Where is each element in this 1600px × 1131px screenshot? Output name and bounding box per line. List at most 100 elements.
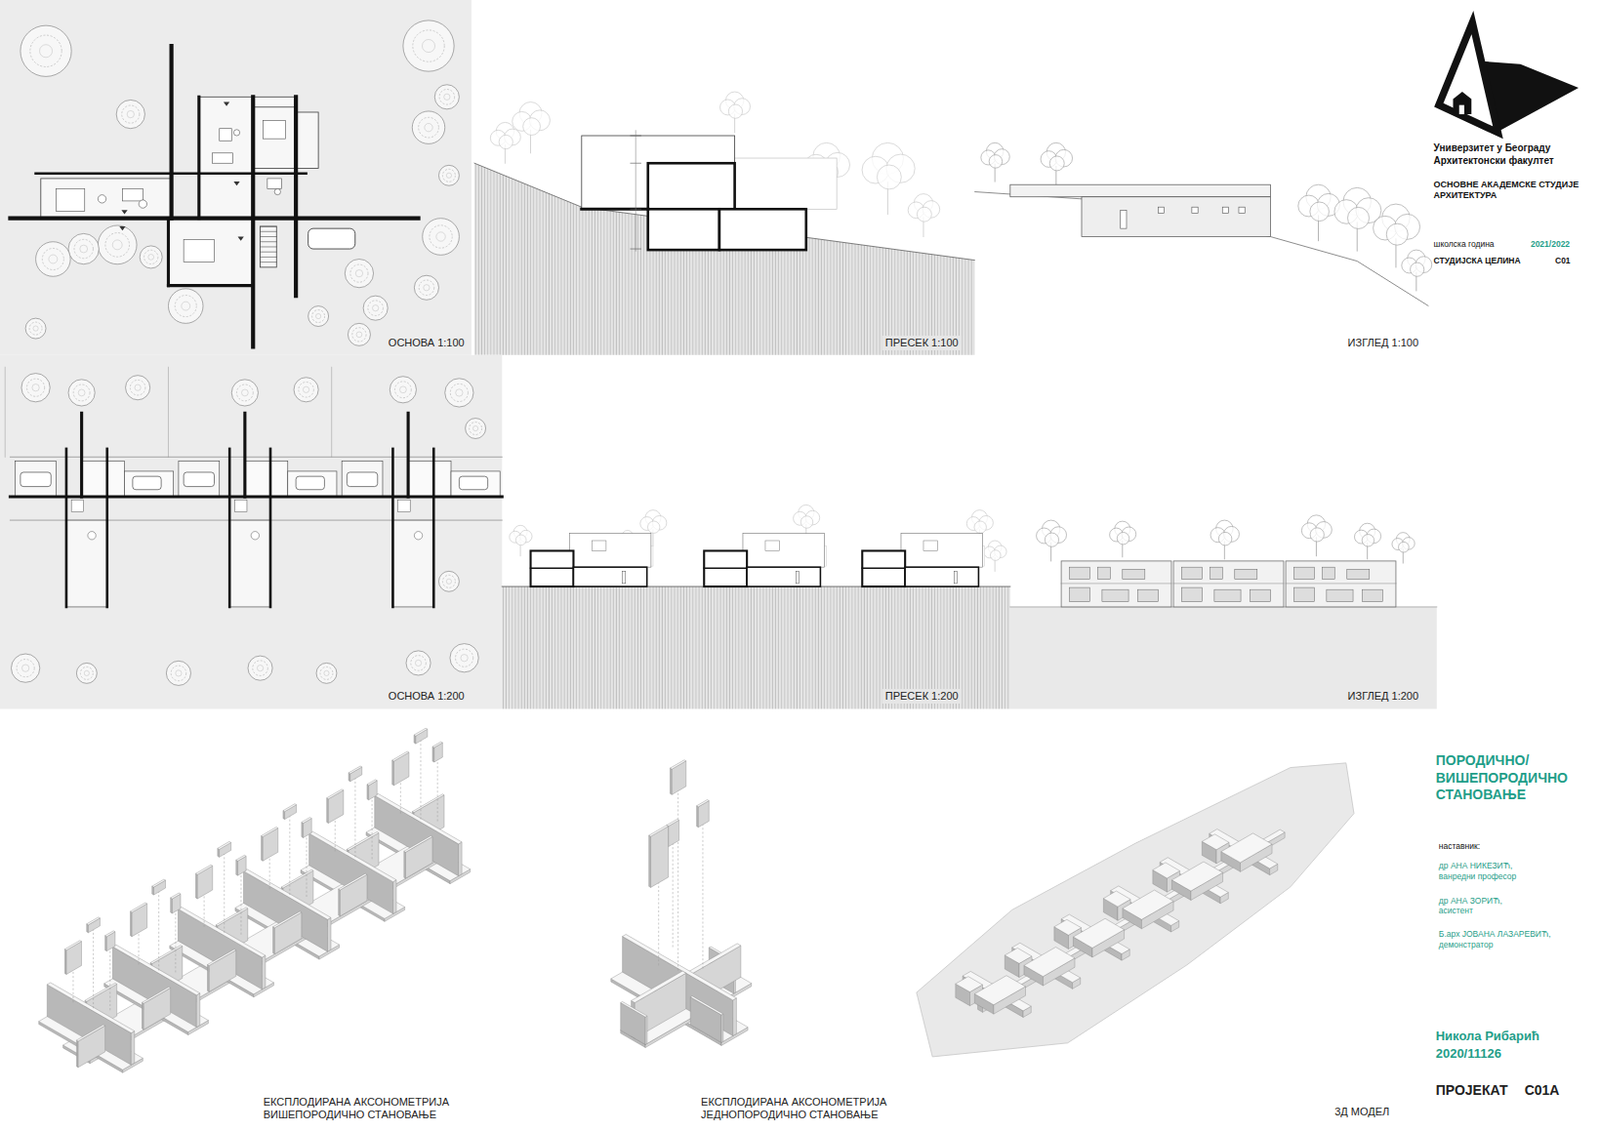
tree-symbol — [112, 240, 123, 250]
axon-face — [86, 917, 101, 926]
tree-symbol — [27, 378, 45, 397]
tree-elevation — [876, 164, 902, 190]
car-symbol — [183, 472, 214, 488]
tree-symbol — [144, 249, 159, 264]
view-caption: ПРЕСЕК 1:100 — [882, 335, 962, 351]
tree-symbol — [21, 373, 50, 403]
axon-face — [46, 983, 134, 1034]
axon-face — [1024, 947, 1075, 978]
tree-symbol — [129, 379, 146, 396]
furniture — [71, 499, 84, 513]
axon-face — [649, 825, 669, 837]
label-holder: 2020/11126 — [1435, 1046, 1502, 1063]
wall-line — [65, 449, 69, 608]
sheet-label: Универзитет у Београду Архитектонски фак… — [1434, 142, 1581, 167]
furniture — [55, 188, 84, 211]
fixture-symbol — [274, 188, 281, 195]
axonometry-single — [611, 760, 752, 1049]
car-symbol — [295, 476, 325, 491]
axon-face — [66, 942, 82, 976]
axon-face — [404, 851, 407, 879]
axon-face — [374, 793, 462, 845]
tree-elevation — [498, 134, 513, 149]
room-outline — [167, 218, 253, 287]
axon-face — [261, 827, 279, 838]
axon-face — [177, 906, 265, 958]
axon-face — [669, 760, 686, 770]
window — [1238, 206, 1245, 213]
view-caption: ИЗГЛЕД 1:200 — [1345, 689, 1422, 704]
tree-symbol — [174, 295, 197, 318]
section-cut — [531, 550, 575, 587]
drawing-panel: ОСНОВА 1:200 — [0, 355, 502, 710]
tree-symbol — [444, 93, 451, 100]
window — [1137, 589, 1158, 603]
tree-symbol — [429, 225, 452, 248]
axon-face — [983, 832, 1286, 1013]
axon-face — [666, 819, 680, 826]
axon-face — [301, 821, 304, 838]
furniture — [183, 240, 214, 263]
sheet-label: Б.арх ЈОВАНА ЛАЗАРЕВИЋ, демонстратор — [1438, 929, 1586, 950]
tree-symbol — [411, 111, 445, 144]
axon-face — [105, 936, 108, 952]
window — [591, 540, 607, 551]
axon-face — [301, 818, 312, 824]
window — [1181, 567, 1202, 580]
roof-volume — [1010, 184, 1272, 198]
explode-leader — [437, 759, 439, 822]
label-holder: C01A — [1524, 1082, 1560, 1101]
view-caption: ОСНОВА 1:200 — [385, 689, 468, 704]
axon-face — [413, 728, 428, 737]
tree-symbol — [302, 386, 309, 393]
axon-face — [76, 1040, 79, 1068]
room-outline — [229, 520, 271, 608]
tree-symbol — [350, 264, 369, 283]
axon-face — [392, 760, 395, 786]
explode-leader — [657, 882, 659, 967]
wall-line — [228, 449, 232, 608]
drawing-panel: ОСНОВА 1:100 — [0, 0, 472, 356]
wall-line — [169, 45, 174, 219]
explode-leader — [138, 932, 140, 966]
tree-symbol — [80, 666, 93, 680]
tree-symbol — [460, 655, 468, 662]
slab-line — [1061, 582, 1172, 584]
tree-symbol — [175, 670, 182, 677]
axon-face — [620, 1001, 648, 1018]
sheet-title: ПОРОДИЧНО/ ВИШЕПОРОДИЧНО СТАНОВАЊЕ — [1435, 752, 1578, 805]
car-symbol — [308, 228, 356, 249]
axon-face — [327, 789, 344, 800]
facade — [1061, 561, 1172, 608]
axon-face — [142, 986, 171, 1004]
tree-symbol — [20, 25, 72, 77]
axon-face — [131, 903, 147, 938]
axon-face — [281, 869, 314, 889]
tree-symbol — [247, 656, 273, 681]
tree-symbol — [298, 382, 315, 399]
axon-face — [207, 949, 237, 967]
axon-face — [1103, 891, 1131, 907]
lot-line — [9, 456, 502, 458]
wall-line — [250, 96, 255, 347]
tree-symbol — [105, 233, 130, 258]
wall-line — [407, 412, 411, 497]
section-1-200 — [501, 504, 1011, 709]
sheet-label: 2020/11126 — [1435, 1046, 1502, 1063]
window — [1157, 206, 1164, 213]
furniture — [263, 120, 287, 139]
section-cut — [703, 550, 747, 587]
tree-symbol — [316, 313, 322, 319]
axon-face — [76, 1025, 105, 1042]
axon-face — [309, 831, 397, 883]
tree-symbol — [116, 99, 145, 128]
lot-line — [330, 367, 332, 457]
room-outline — [287, 471, 337, 497]
tree-symbol — [403, 20, 454, 72]
tree-symbol — [422, 218, 460, 256]
tree-symbol — [363, 295, 388, 321]
tree-symbol — [25, 318, 46, 339]
axon-face — [697, 806, 699, 828]
terrain-line — [974, 192, 1429, 307]
level-marker — [233, 181, 240, 186]
